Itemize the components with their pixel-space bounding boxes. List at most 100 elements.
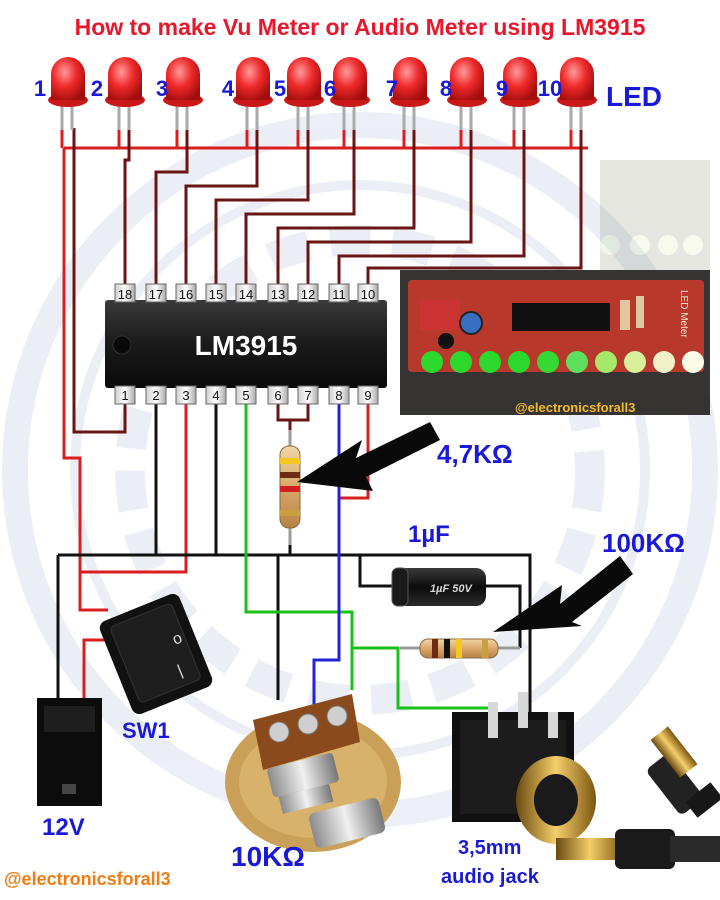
ic-top-pin [145,283,167,303]
pcb-led [479,351,501,373]
pcb-label: LED Meter [678,290,689,338]
led-3 [163,57,203,130]
ic-bottom-pin [114,385,136,405]
led-cathode-wire [366,128,583,284]
switch-label: SW1 [122,718,170,743]
potentiometer [225,694,401,852]
ic-bottom-pin [175,385,197,405]
ic-top-pin [357,283,379,303]
ic-top-pin [114,283,136,303]
photo-watermark: @electronicsforall3 [515,400,635,415]
led1-cathode-wire [72,128,127,434]
ic-top-pin [297,283,319,303]
led-cathode-wire [244,128,356,284]
pin5-signal-wire [244,396,354,690]
led-2 [105,57,145,130]
ic-top-pin-number: 17 [149,287,163,302]
led-number-label: 9 [496,76,508,101]
resistor-4k7-label: 4,7KΩ [437,439,513,469]
led-cathode-wire [276,128,416,284]
wiring [56,128,588,750]
led-number-label: 8 [440,76,452,101]
ic-bottom-pin [235,385,257,405]
capacitor-1uf: 1µF 50V [391,567,486,607]
led-number-label: 7 [386,76,398,101]
page-title: How to make Vu Meter or Audio Meter usin… [75,14,646,40]
dc-power-jack [37,698,102,806]
signal-to-jack [352,646,490,710]
led-number-label: 1 [34,76,46,101]
arrow-to-100k [493,556,633,632]
svg-text:|: | [175,662,185,679]
ic-top-pin-number: 13 [271,287,285,302]
capacitor-label: 1µF [408,521,450,548]
ic-top-pin [267,283,289,303]
ic-bottom-pin [357,385,379,405]
ic-top-pin [175,283,197,303]
ic-bottom-pin-number: 9 [364,388,371,403]
audio-jack-label-line1: 3,5mm [458,837,521,859]
audio-jack [452,692,596,844]
led-number-label: 5 [274,76,286,101]
ic-bottom-pin [267,385,289,405]
capacitor-lead [358,555,392,588]
resistor-100k-label: 100KΩ [602,528,685,558]
ic-top-pin-number: 14 [239,287,253,302]
arrow-to-4k7 [297,422,440,491]
led-9 [500,57,540,130]
led-cathode-wire [306,128,473,284]
led-4 [233,57,273,130]
pcb-led-row [421,351,704,373]
ic-bottom-pin [205,385,227,405]
led-cathode-wire [184,128,259,284]
supply-wire-red [62,148,108,612]
ic-top-pin [328,283,350,303]
led-number-label: 10 [538,76,562,101]
capacitor-marking: 1µF 50V [430,583,473,595]
ic-bottom-pin [297,385,319,405]
power-jack-label: 12V [42,814,85,841]
led-number-label: 4 [222,76,235,101]
pcb-led [682,351,704,373]
ic-name: LM3915 [195,330,298,361]
ic-bottom-pin-number: 2 [152,388,159,403]
pcb-led [566,351,588,373]
pcb-led [450,351,472,373]
ic-bottom-pin-number: 8 [335,388,342,403]
ic-top-pin [205,283,227,303]
led-1 [48,57,88,130]
ic-bottom-pin-number: 1 [121,388,128,403]
potentiometer-label: 10KΩ [231,841,305,872]
ic-bottom-pin [328,385,350,405]
ic-bottom-pin-number: 5 [242,388,249,403]
pcb-photo: LED Meter @electronicsforall3 [400,270,710,415]
background-pcb-image [600,160,710,270]
ic-body [105,300,387,388]
ic-top-pin-number: 10 [361,287,375,302]
led-7 [390,57,430,130]
led-cathode-wire [123,128,131,284]
pin3-supply-wire [80,396,188,574]
resistor-4k7 [279,430,301,545]
audio-jack-label-line2: audio jack [441,866,540,888]
pcb-led [595,351,617,373]
pin9-wire [339,396,370,500]
pcb-led [624,351,646,373]
power-switch: o | [99,593,213,715]
led-cathode-wire [154,128,189,284]
ic-bottom-pin-number: 7 [304,388,311,403]
led-cathode-wire [337,128,526,284]
ic-bottom-pin-number: 3 [182,388,189,403]
pin8-wiper-wire [312,396,341,710]
led-number-label: 6 [324,76,336,101]
ic-top-pin-number: 16 [179,287,193,302]
ic-top-pin [235,283,257,303]
ic-notch [112,335,132,355]
pcb-led [508,351,530,373]
ic-bottom-pin-number: 6 [274,388,281,403]
led-5 [284,57,324,130]
